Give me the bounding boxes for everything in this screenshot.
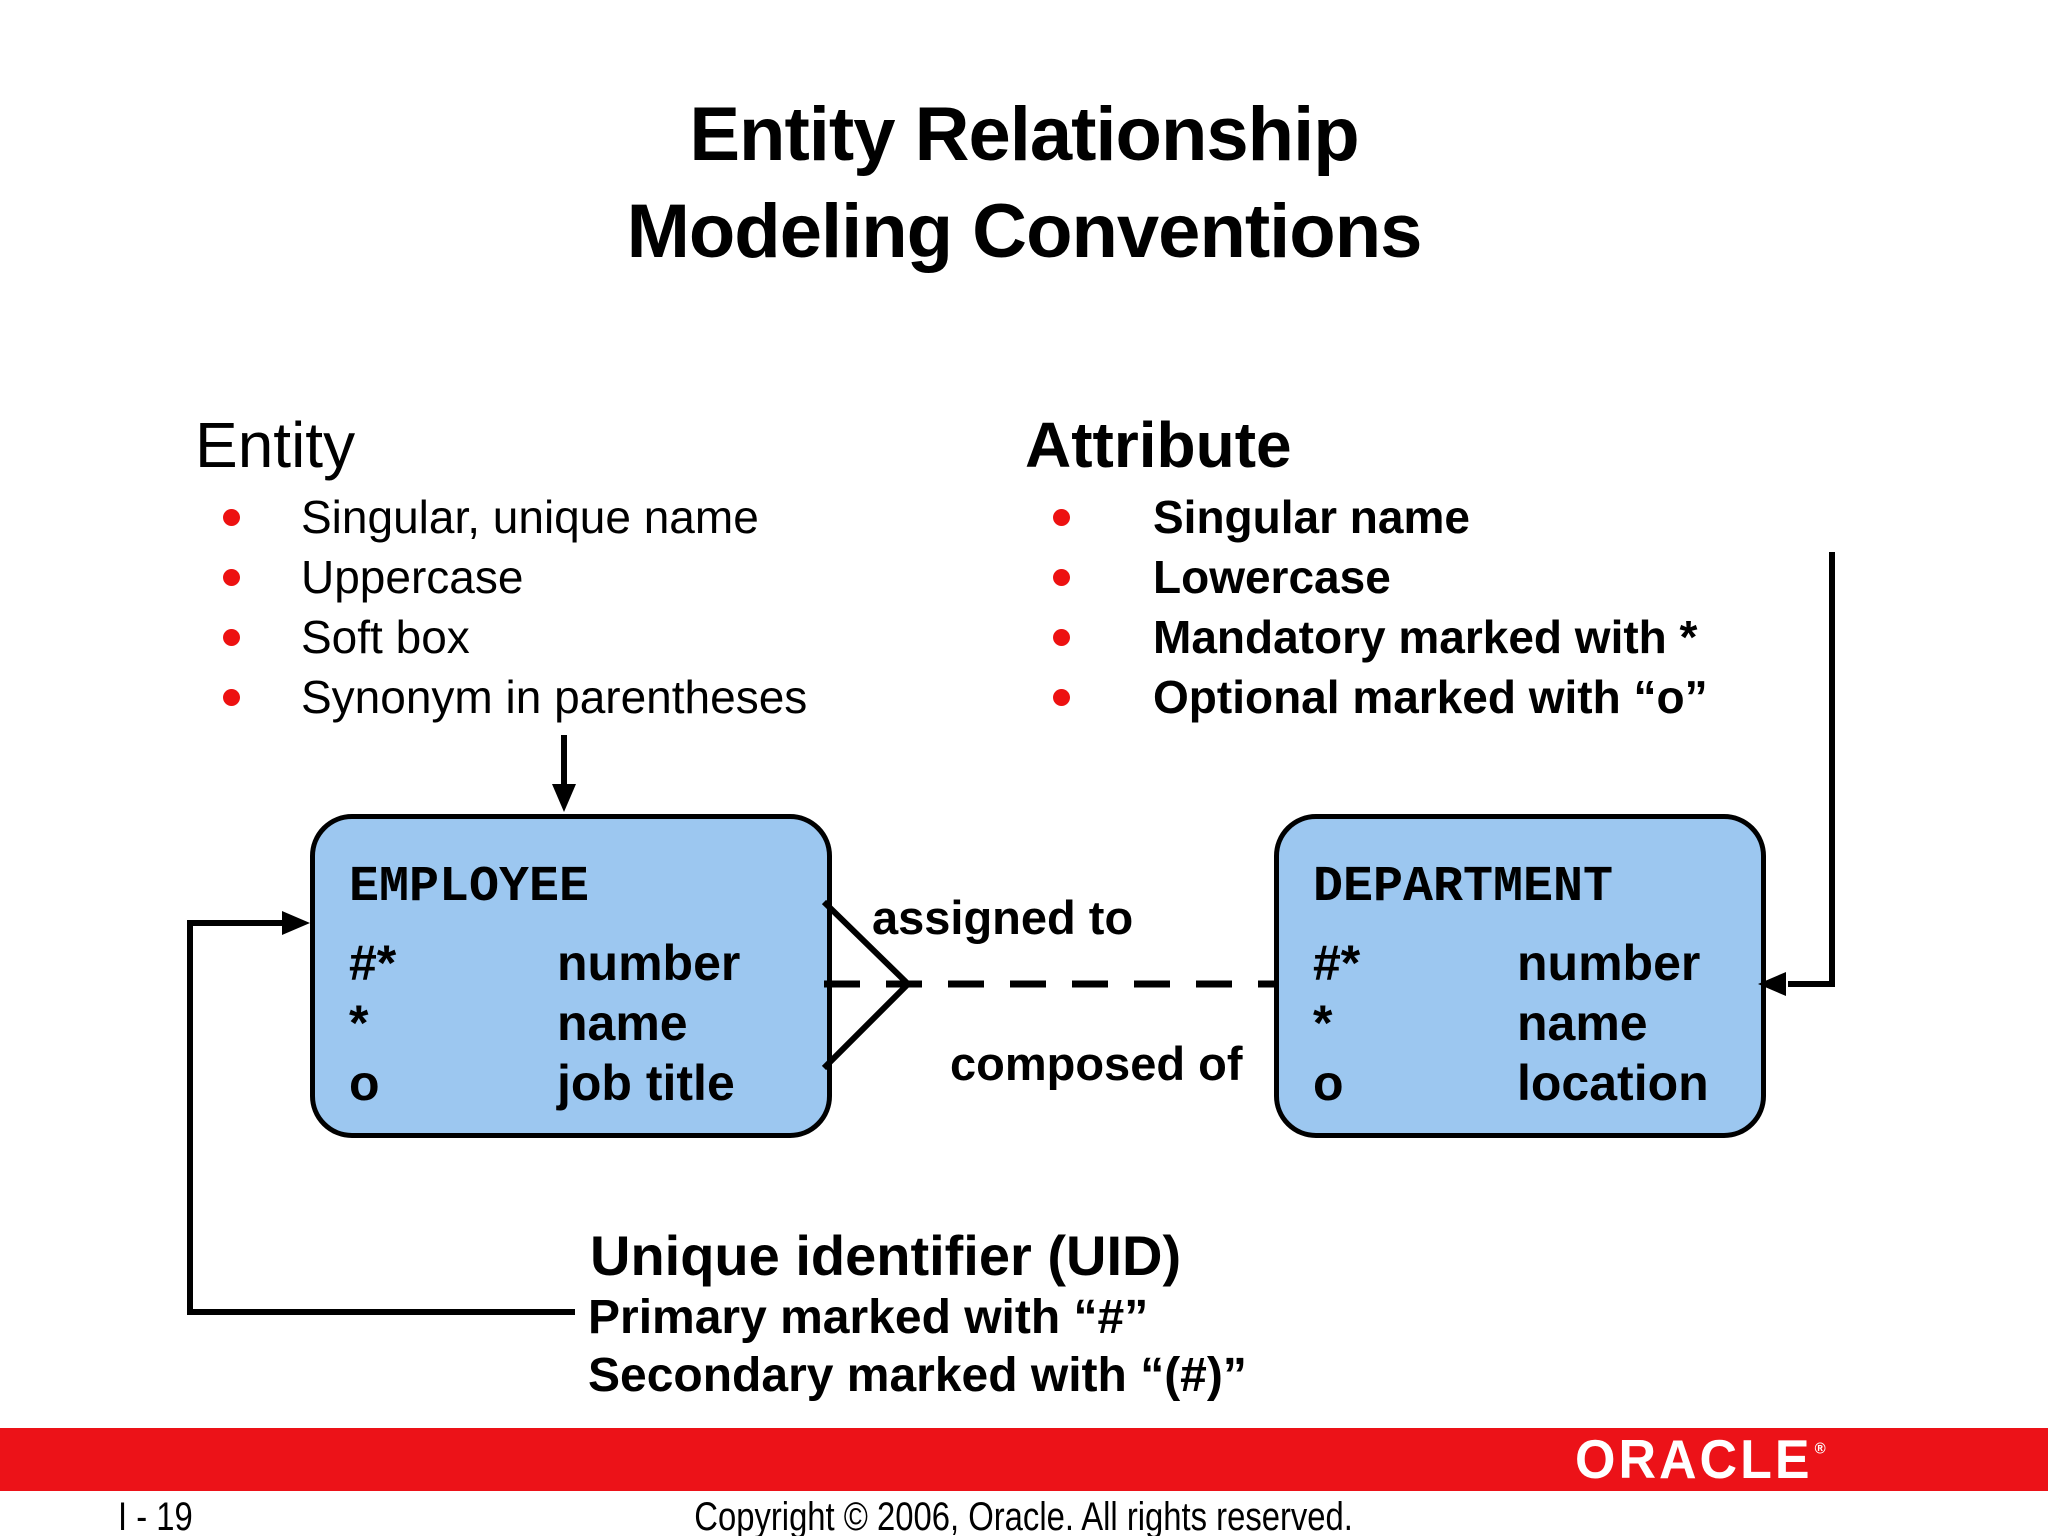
bullet-dot [1053, 688, 1070, 706]
attribute-bullet-3: Mandatory marked with * [1053, 607, 1697, 667]
employee-attr-2-name: name [557, 995, 688, 1051]
bullet-dot [223, 508, 240, 526]
attribute-bullet-2: Lowercase [1053, 547, 1391, 607]
attribute-bullet-3-label: Mandatory marked with * [1153, 611, 1698, 663]
slide-title-line1: Entity Relationship [689, 92, 1359, 177]
relationship-label-composed-of: composed of [950, 1037, 1243, 1090]
department-attr-1-marker: #* [1313, 935, 1361, 991]
bullet-dot [223, 688, 240, 706]
bullet-dot [223, 568, 240, 586]
department-attr-1-name: number [1517, 935, 1701, 991]
department-attr-2-marker: * [1313, 995, 1333, 1051]
footer-red-band: ORACLE ® [0, 1428, 2048, 1491]
entity-bullet-3-label: Soft box [301, 611, 470, 663]
uid-connector-arrowhead [282, 911, 310, 935]
entity-bullet-2-label: Uppercase [301, 551, 524, 603]
attribute-bullet-1-label: Singular name [1153, 491, 1470, 543]
employee-attr-2-marker: * [349, 995, 369, 1051]
copyright-text: Copyright © 2006, Oracle. All rights res… [694, 1495, 1354, 1536]
department-entity-box: DEPARTMENT #* number * name o location [1274, 814, 1766, 1138]
bullet-dot [1053, 628, 1070, 646]
bullet-dot [223, 628, 240, 646]
employee-entity-box: EMPLOYEE #* number * name o job title [310, 814, 832, 1138]
entity-bullet-1-label: Singular, unique name [301, 491, 759, 543]
department-attr-3-name: location [1517, 1055, 1709, 1111]
attribute-bullet-4-label: Optional marked with “o” [1153, 671, 1708, 723]
uid-secondary-line: Secondary marked with “(#)” [588, 1349, 1247, 1402]
department-attr-2-name: name [1517, 995, 1648, 1051]
oracle-logo-text: ORACLE [1575, 1429, 1813, 1490]
attribute-heading: Attribute [1025, 409, 1292, 481]
entity-heading: Entity [195, 409, 356, 481]
department-entity-name: DEPARTMENT [1313, 859, 1614, 916]
employee-attr-1-name: number [557, 935, 741, 991]
employee-attr-3-marker: o [349, 1055, 380, 1111]
attribute-connector-arrowhead [1758, 972, 1786, 996]
copyright-line: Copyright © 2006, Oracle. All rights res… [0, 1495, 2048, 1536]
crows-foot-lower-prong [821, 981, 911, 1071]
entity-bullet-4-label: Synonym in parentheses [301, 671, 808, 723]
page-number: I - 19 [118, 1495, 193, 1536]
employee-entity-name: EMPLOYEE [349, 859, 590, 916]
slide-title-line2: Modeling Conventions [626, 189, 1423, 274]
oracle-logo: ORACLE ® [1575, 1426, 1826, 1492]
attribute-bullet-4: Optional marked with “o” [1053, 667, 1708, 727]
employee-attr-3-name: job title [557, 1055, 735, 1111]
bullet-dot [1053, 568, 1070, 586]
relationship-label-assigned-to: assigned to [872, 891, 1134, 944]
uid-heading: Unique identifier (UID) [590, 1224, 1182, 1287]
entity-bullet-1: Singular, unique name [223, 487, 759, 547]
bullet-dot [1053, 508, 1070, 526]
entity-bullet-2: Uppercase [223, 547, 523, 607]
uid-connector-line [187, 920, 575, 1315]
entity-bullet-3: Soft box [223, 607, 470, 667]
attribute-connector-line [1788, 552, 1835, 987]
crows-foot-upper-prong [821, 899, 911, 987]
attribute-bullet-1: Singular name [1053, 487, 1470, 547]
slide-title: Entity Relationship Modeling Conventions [0, 86, 2048, 280]
department-attr-3-marker: o [1313, 1055, 1344, 1111]
employee-attr-1-marker: #* [349, 935, 397, 991]
uid-primary-line: Primary marked with “#” [588, 1291, 1149, 1344]
entity-bullet-4: Synonym in parentheses [223, 667, 807, 727]
entity-annotation-arrowhead [552, 784, 576, 812]
registered-trademark-icon: ® [1814, 1440, 1826, 1458]
attribute-bullet-2-label: Lowercase [1153, 551, 1391, 603]
